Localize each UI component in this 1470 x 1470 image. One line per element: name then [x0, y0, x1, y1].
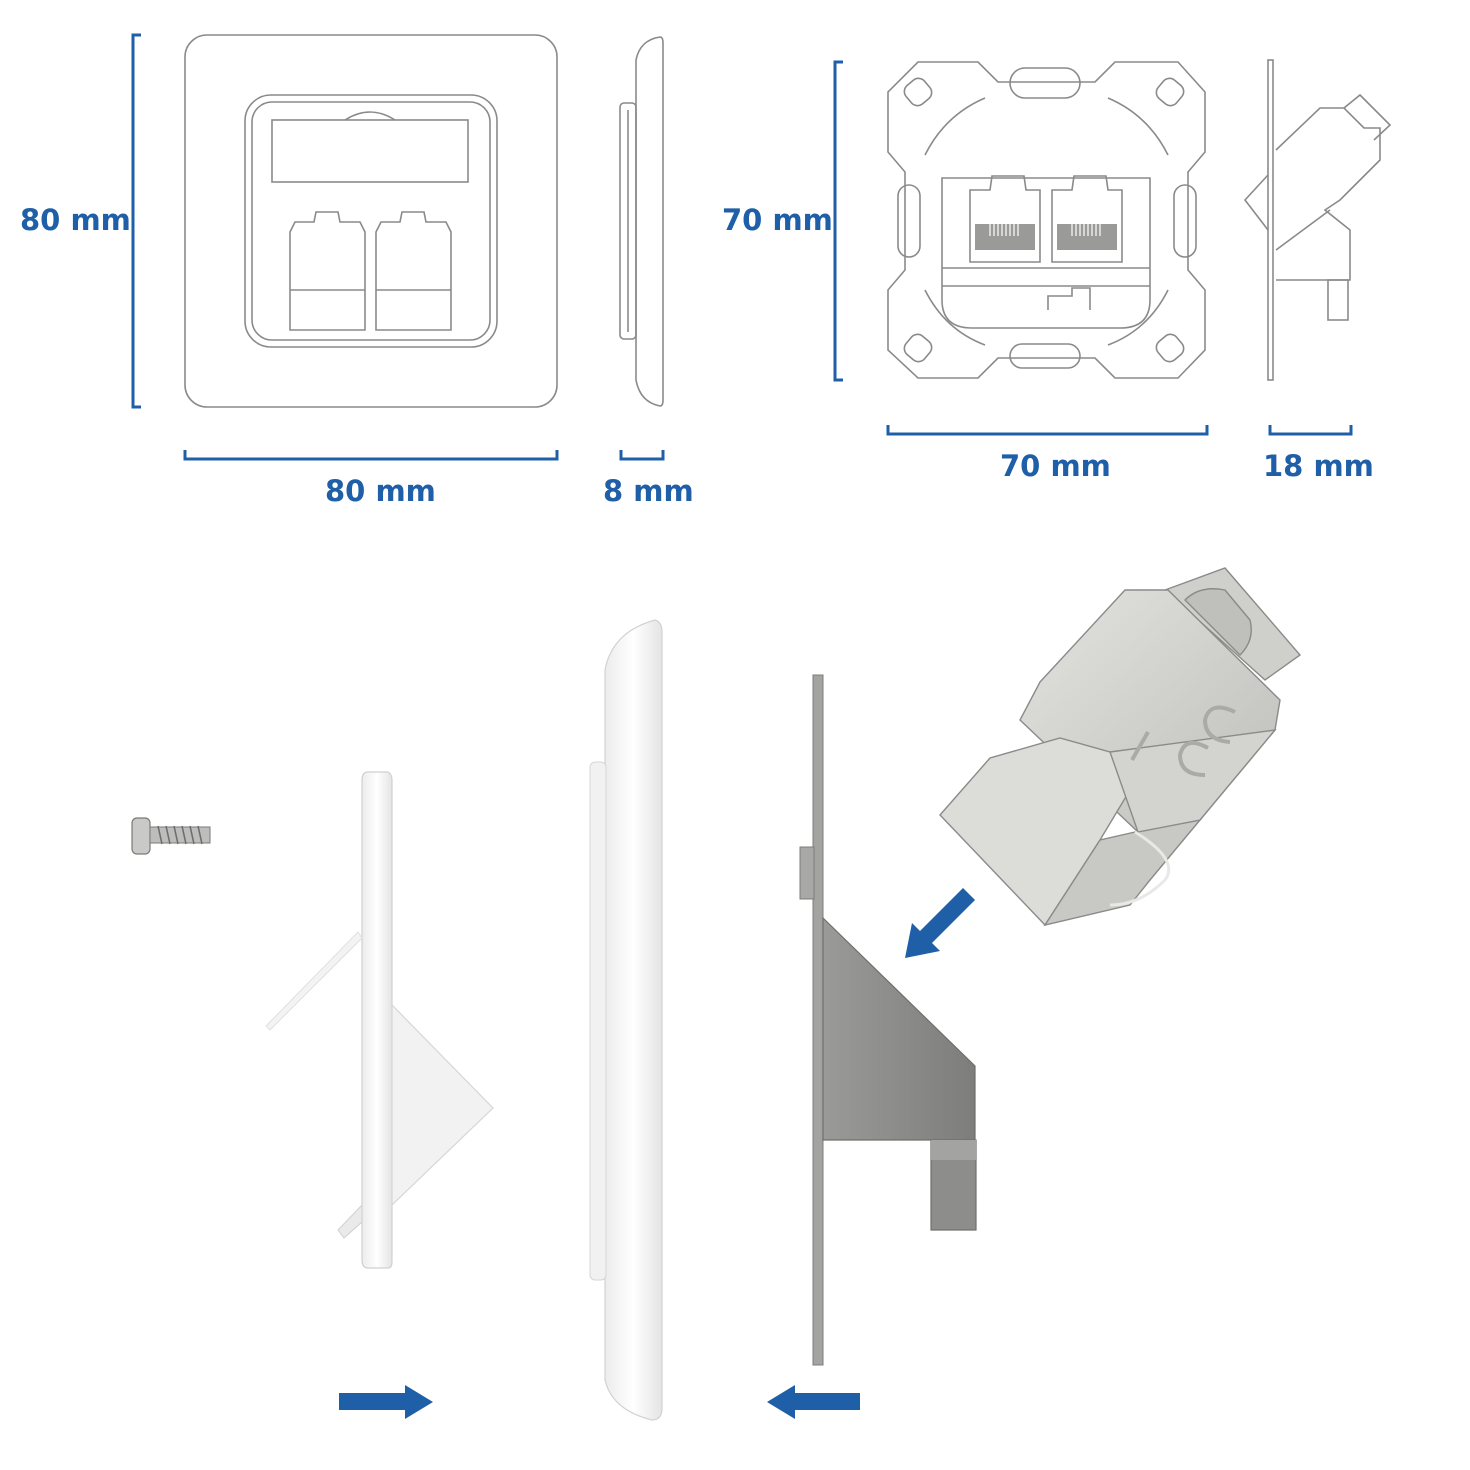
left-arrow-icon	[767, 1385, 860, 1419]
cover-height-bracket	[131, 33, 141, 409]
cover-width-label: 80 mm	[325, 474, 436, 508]
insert-frame-front	[887, 61, 1206, 379]
frame-plate-side	[589, 619, 663, 1421]
center-cover-side	[265, 771, 494, 1269]
cover-plate-side	[619, 36, 664, 407]
right-arrow-icon	[339, 1385, 433, 1419]
cover-height-label: 80 mm	[20, 203, 131, 237]
metal-support-frame	[799, 674, 977, 1366]
insert-height-bracket	[833, 60, 843, 382]
cover-plate-front	[184, 34, 558, 408]
down-left-arrow-icon	[905, 888, 975, 958]
keystone-module	[939, 567, 1302, 927]
insert-height-label: 70 mm	[722, 203, 833, 237]
cover-depth-label: 8 mm	[603, 474, 694, 508]
insert-width-bracket	[886, 425, 1209, 436]
cover-depth-bracket	[619, 450, 665, 461]
insert-width-label: 70 mm	[1000, 449, 1111, 483]
insert-side	[1243, 59, 1392, 381]
cover-width-bracket	[183, 450, 559, 461]
screw	[131, 817, 211, 855]
rj45-contacts	[975, 217, 1117, 250]
insert-depth-label: 18 mm	[1263, 449, 1374, 483]
insert-depth-bracket	[1268, 425, 1353, 436]
